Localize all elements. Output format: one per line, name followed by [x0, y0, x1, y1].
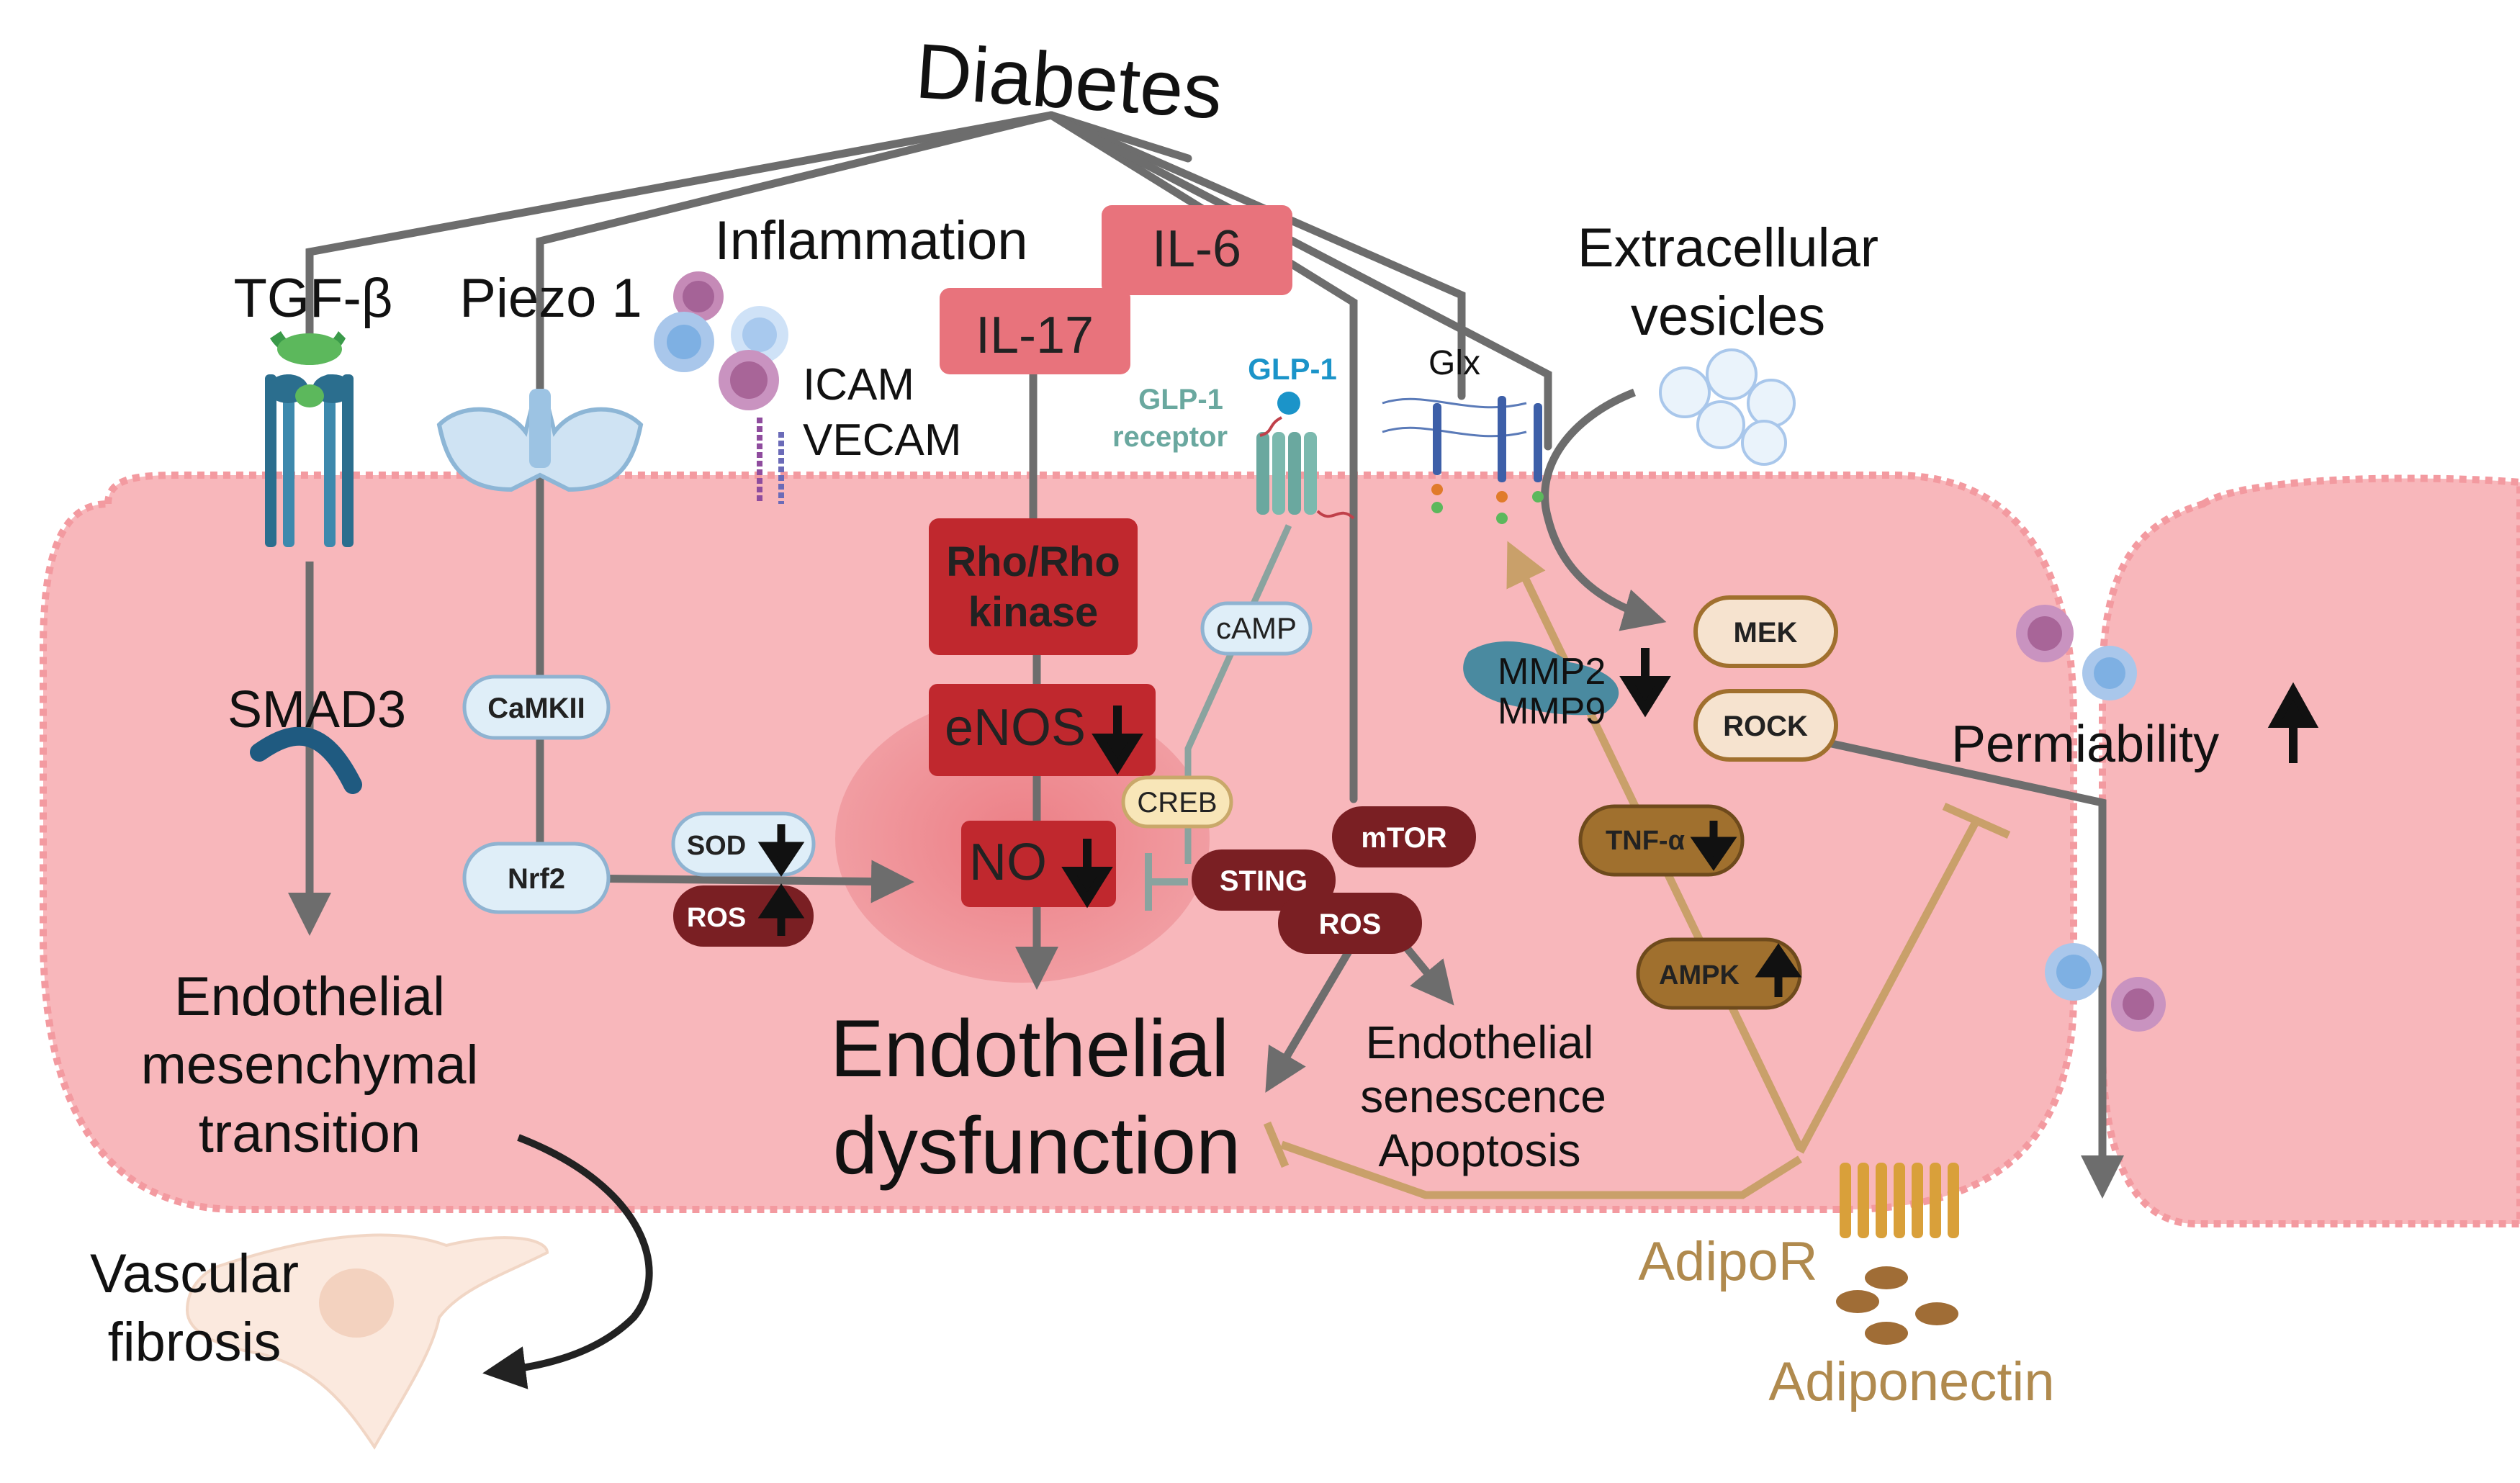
inflammation-label: Inflammation [714, 210, 1027, 271]
nrf2-no-arrow [575, 860, 914, 903]
enos-down-arrow [1092, 706, 1143, 775]
ampk-pill [1636, 937, 1802, 1010]
sod-label: SOD [687, 831, 746, 861]
extracellular-vesicles-icon [1659, 348, 1796, 466]
mmp9-label: MMP9 [1498, 690, 1606, 732]
sting-label: STING [1220, 865, 1308, 897]
migrating-leukocytes-icon [2016, 605, 2166, 1032]
adipor-receptor-icon [1840, 1163, 1959, 1238]
camp-label: cAMP [1216, 611, 1297, 645]
adiponectin-label: Adiponectin [1768, 1351, 2054, 1412]
piezo1-label: Piezo 1 [459, 268, 642, 329]
rock-pill [1693, 689, 1838, 762]
glp1-label: GLP-1 [1248, 352, 1337, 386]
ros-right-label: ROS [1319, 909, 1382, 940]
ros-dysfunction-arrow [1265, 941, 1357, 1093]
smad3-protein-icon [250, 726, 362, 794]
adipor-label: AdipoR [1638, 1231, 1817, 1292]
mmp-shape-icon [1463, 641, 1619, 716]
emt-label-3: transition [199, 1103, 420, 1164]
diabetes-connections [305, 111, 1552, 803]
adhesion-molecules-icon [757, 418, 784, 504]
camkii-pill [462, 675, 611, 740]
permiability-label: Permiability [1951, 716, 2219, 773]
rho-kinase-label-2: kinase [968, 589, 1099, 636]
icam-label: ICAM [803, 360, 914, 410]
mek-pill [1693, 595, 1838, 668]
rock-permeability-arrow [1820, 737, 2124, 1199]
ros-left-up-arrow [757, 883, 805, 936]
vesicle-mek-arrow [1541, 388, 1667, 631]
senescence-label-3: Apoptosis [1378, 1124, 1580, 1176]
nrf2-pill [462, 842, 611, 914]
mmp-down-arrow [1619, 648, 1671, 718]
rock-label: ROCK [1723, 711, 1808, 742]
emt-label-1: Endothelial [174, 966, 445, 1027]
adiponectin-pathways [1263, 541, 2011, 1199]
senescence-label-1: Endothelial [1366, 1017, 1594, 1068]
mek-label: MEK [1734, 617, 1798, 649]
tgf-beta-receptor-icon [265, 331, 354, 547]
camp-pill [1200, 601, 1313, 656]
rho-kinase-label-1: Rho/Rho [946, 538, 1120, 585]
glp1-receptor-label-2: receptor [1112, 421, 1228, 453]
emt-label-2: mesenchymal [141, 1035, 479, 1096]
enos-label: eNOS [945, 699, 1086, 757]
creb-pill [1121, 775, 1233, 829]
no-down-arrow [1061, 839, 1113, 909]
senescence-label-2: senescence [1360, 1070, 1606, 1122]
ros-left-label: ROS [687, 903, 746, 933]
mtor-label: mTOR [1361, 822, 1446, 854]
nrf2-label: Nrf2 [508, 863, 565, 895]
enos-box [929, 684, 1156, 776]
extracellular-label-1: Extracellular [1578, 217, 1878, 279]
fibroblast-nucleus [319, 1268, 394, 1338]
sod-down-arrow [757, 824, 805, 877]
emt-fibrosis-arrow [482, 1134, 653, 1389]
ampk-up-arrow [1755, 943, 1802, 997]
il6-label: IL-6 [1152, 220, 1241, 278]
glp1-receptor-icon [1256, 392, 1355, 520]
leukocytes-icon [654, 271, 788, 410]
no-label: NO [969, 834, 1047, 891]
rho-kinase-box [929, 518, 1138, 655]
glp1-receptor-label-1: GLP-1 [1138, 384, 1223, 415]
creb-inhibit-line [1145, 853, 1188, 911]
fibroblast-cell [185, 1233, 549, 1450]
mmp2-label: MMP2 [1498, 651, 1606, 693]
piezo1-channel-icon [436, 389, 644, 492]
ros-right-pill [1278, 893, 1422, 954]
tnf-down-arrow [1690, 821, 1737, 871]
smad3-label: SMAD3 [228, 681, 406, 739]
diagram-title: Diabetes [913, 27, 1225, 135]
dysfunction-label-1: Endothelial [830, 1004, 1229, 1094]
vascular-label-1: Vascular [90, 1243, 299, 1304]
tnf-alpha-pill [1578, 804, 1745, 877]
ampk-label: AMPK [1659, 960, 1740, 991]
dysfunction-label-2: dysfunction [833, 1101, 1241, 1191]
endothelial-cell-right [2099, 474, 2520, 1227]
tgf-beta-label: TGF-β [234, 268, 393, 329]
il17-label: IL-17 [976, 307, 1094, 364]
vecam-label: VECAM [803, 415, 961, 465]
mtor-pill [1332, 806, 1476, 867]
creb-label: CREB [1137, 787, 1217, 819]
tnf-alpha-label: TNF-α [1606, 826, 1685, 856]
extracellular-label-2: vesicles [1631, 286, 1825, 347]
il17-box [940, 288, 1130, 374]
il6-box [1102, 205, 1292, 295]
permiability-up-arrow [2267, 682, 2319, 763]
adiponectin-molecules-icon [1836, 1266, 1958, 1345]
camkii-label: CaMKII [487, 693, 585, 724]
vascular-label-2: fibrosis [108, 1312, 282, 1373]
glx-label: Glx [1428, 344, 1480, 382]
glycocalyx-icon [1382, 396, 1544, 524]
